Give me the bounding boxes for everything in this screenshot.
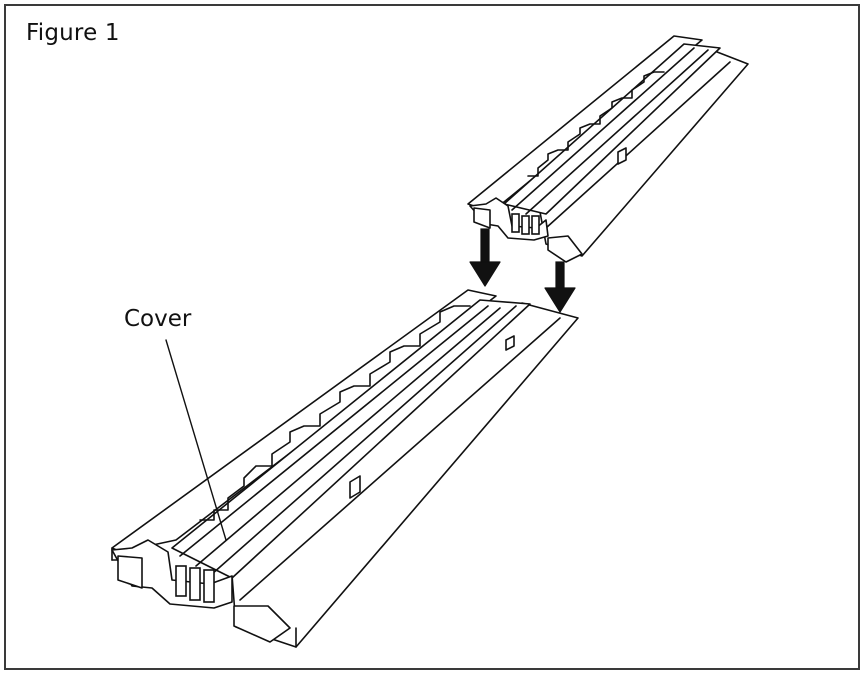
lower-protector-section	[111, 289, 579, 648]
upper-cover-line-2	[525, 49, 709, 215]
lower-clip	[349, 475, 361, 499]
lower-cover-line-3	[211, 305, 517, 575]
connection-arrows	[469, 228, 576, 313]
upper-protector-section	[467, 35, 749, 263]
upper-end-right-foot	[547, 235, 583, 263]
arrow-left-head	[469, 261, 501, 287]
upper-channel-2	[521, 215, 530, 235]
lower-clip-2	[505, 335, 515, 351]
upper-channel-3	[531, 215, 540, 235]
lower-cover-top	[171, 299, 531, 579]
lower-right-ramp-edge	[239, 317, 561, 601]
lower-end-right-foot	[233, 605, 291, 643]
arrow-right-shaft	[555, 261, 565, 291]
lower-channel-2	[189, 567, 201, 601]
cover-callout-line	[165, 339, 227, 541]
upper-clip	[617, 147, 627, 165]
lower-cover-line-2	[195, 307, 501, 567]
arrow-left-shaft	[480, 228, 490, 266]
upper-end-left-foot	[473, 207, 491, 229]
lower-interlock-teeth	[199, 305, 471, 521]
lower-channel-1	[175, 565, 187, 597]
lower-channel-3	[203, 569, 215, 603]
lower-end-left-foot	[117, 555, 143, 589]
upper-channel-1	[511, 213, 520, 233]
lower-end-profile	[111, 539, 233, 609]
upper-right-ramp-edge	[545, 61, 731, 229]
upper-cover-line-1	[511, 47, 695, 211]
cover-label: Cover	[124, 306, 192, 332]
lower-cover-line-1	[179, 305, 489, 557]
arrow-right-head	[544, 287, 576, 313]
upper-interlock-teeth	[527, 71, 665, 177]
figure-title: Figure 1	[26, 20, 120, 46]
